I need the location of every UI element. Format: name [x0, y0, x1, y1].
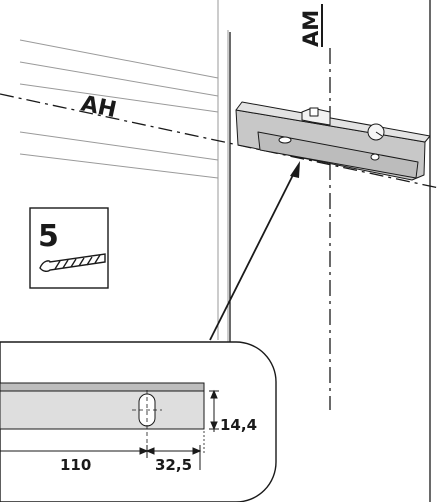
drill-size-number: 5 [38, 219, 59, 254]
detail-callout: 14,4 110 32,5 [0, 341, 277, 502]
height-dimension [209, 389, 219, 432]
drill-bit-icon [39, 253, 106, 273]
axis-horizontal-label: AH [79, 91, 119, 123]
detail-rail [0, 382, 205, 460]
axis-vertical-label: AM [299, 10, 323, 47]
height-dimension-label: 14,4 [220, 416, 257, 434]
horizontal-dimension [0, 445, 202, 470]
offset-dimension-label: 32,5 [155, 456, 192, 474]
axis-vertical: AM [299, 4, 331, 410]
mounting-bracket [235, 101, 431, 181]
wall-panel [19, 0, 229, 345]
cabinet-side [229, 0, 431, 502]
leader-arrow [209, 161, 300, 341]
spacing-dimension-label: 110 [60, 456, 91, 474]
drill-size-box: 5 [29, 207, 109, 289]
